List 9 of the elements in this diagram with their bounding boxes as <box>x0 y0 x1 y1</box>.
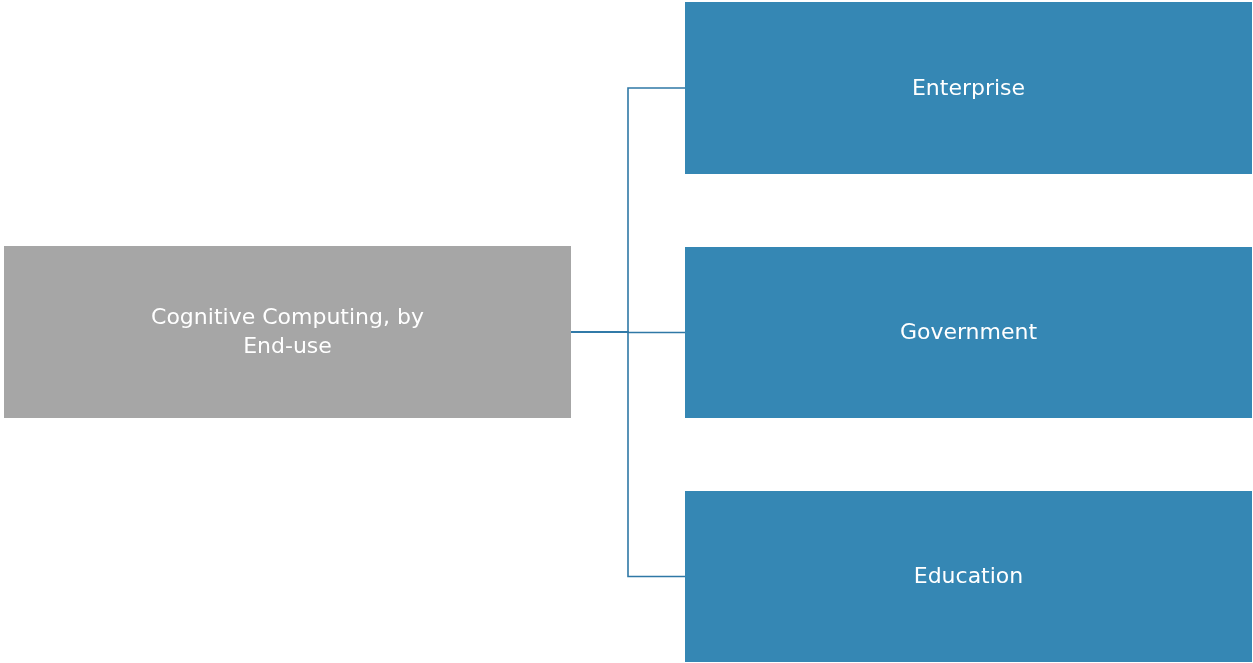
box-label: Cognitive Computing, by End-use <box>150 303 425 360</box>
box-label: Enterprise <box>911 73 1026 102</box>
segment-box <box>685 491 1252 662</box>
box-label: Government <box>899 318 1038 347</box>
segment-box <box>685 2 1252 174</box>
segment-box <box>685 247 1252 418</box>
category-box <box>4 246 571 418</box>
connector-line <box>570 331 686 578</box>
box-label: Education <box>913 562 1024 591</box>
